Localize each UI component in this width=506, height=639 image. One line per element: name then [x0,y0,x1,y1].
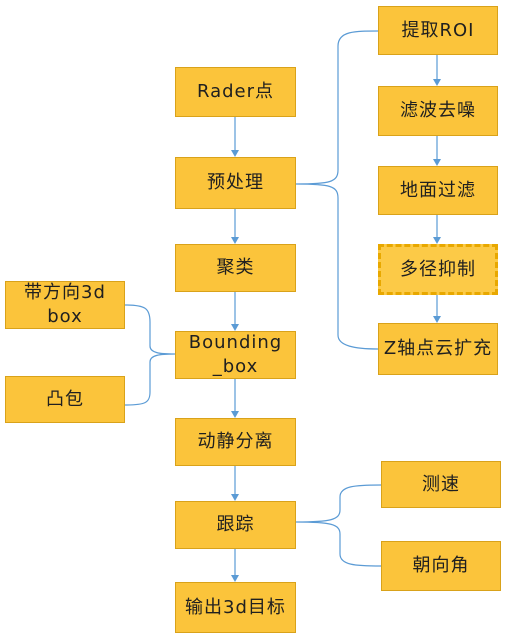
arrow-bbox-to-separation [231,379,239,418]
node-clustering: 聚类 [175,244,296,292]
node-convex-hull: 凸包 [5,376,125,423]
node-static-dynamic-separation: 动静分离 [175,418,296,466]
arrow-ground-to-multipath [433,215,441,244]
node-tracking: 跟踪 [175,501,296,549]
node-extract-roi: 提取ROI [378,6,498,55]
node-label: Z轴点云扩充 [383,338,493,359]
arrow-multipath-to-zaxis [433,295,441,323]
brace-bbox-inputs [124,304,176,406]
node-output-3d-target: 输出3d目标 [175,582,296,633]
node-multipath-suppression: 多径抑制 [378,244,498,295]
arrow-preprocess-to-clustering [231,209,239,244]
node-label: 动静分离 [197,431,274,452]
node-label: 带方向3d box [24,282,106,327]
arrow-separation-to-tracking [231,466,239,501]
brace-preprocess-branch [295,30,379,350]
arrow-roi-to-filter [433,55,441,86]
brace-tracking-outputs [295,484,382,567]
node-velocity: 测速 [381,461,501,508]
node-oriented-3d-box: 带方向3d box [5,281,125,329]
node-filter-denoise: 滤波去噪 [378,86,498,136]
node-label: 提取ROI [401,19,475,41]
arrow-clustering-to-bbox [231,292,239,331]
node-label: 测速 [422,473,460,495]
arrow-rader-to-preprocess [231,117,239,157]
arrow-filter-to-ground [433,136,441,166]
arrow-tracking-to-output [231,549,239,582]
node-label: 朝向角 [412,555,470,576]
node-preprocess: 预处理 [175,157,296,209]
node-heading-angle: 朝向角 [381,541,501,591]
node-label: 聚类 [216,257,255,278]
node-label: 预处理 [207,172,264,193]
node-label: 地面过滤 [400,179,476,201]
node-bounding-box: Bounding _box [175,331,296,379]
node-label: Rader点 [196,81,275,102]
node-ground-filter: 地面过滤 [378,166,498,215]
node-rader-points: Rader点 [175,67,296,117]
node-label: 输出3d目标 [185,596,286,618]
node-label: Bounding _box [188,332,283,377]
node-label: 跟踪 [216,514,255,535]
node-label: 凸包 [46,388,84,410]
node-z-axis-expand: Z轴点云扩充 [378,323,498,375]
node-label: 滤波去噪 [400,100,476,121]
node-label: 多径抑制 [400,258,476,280]
